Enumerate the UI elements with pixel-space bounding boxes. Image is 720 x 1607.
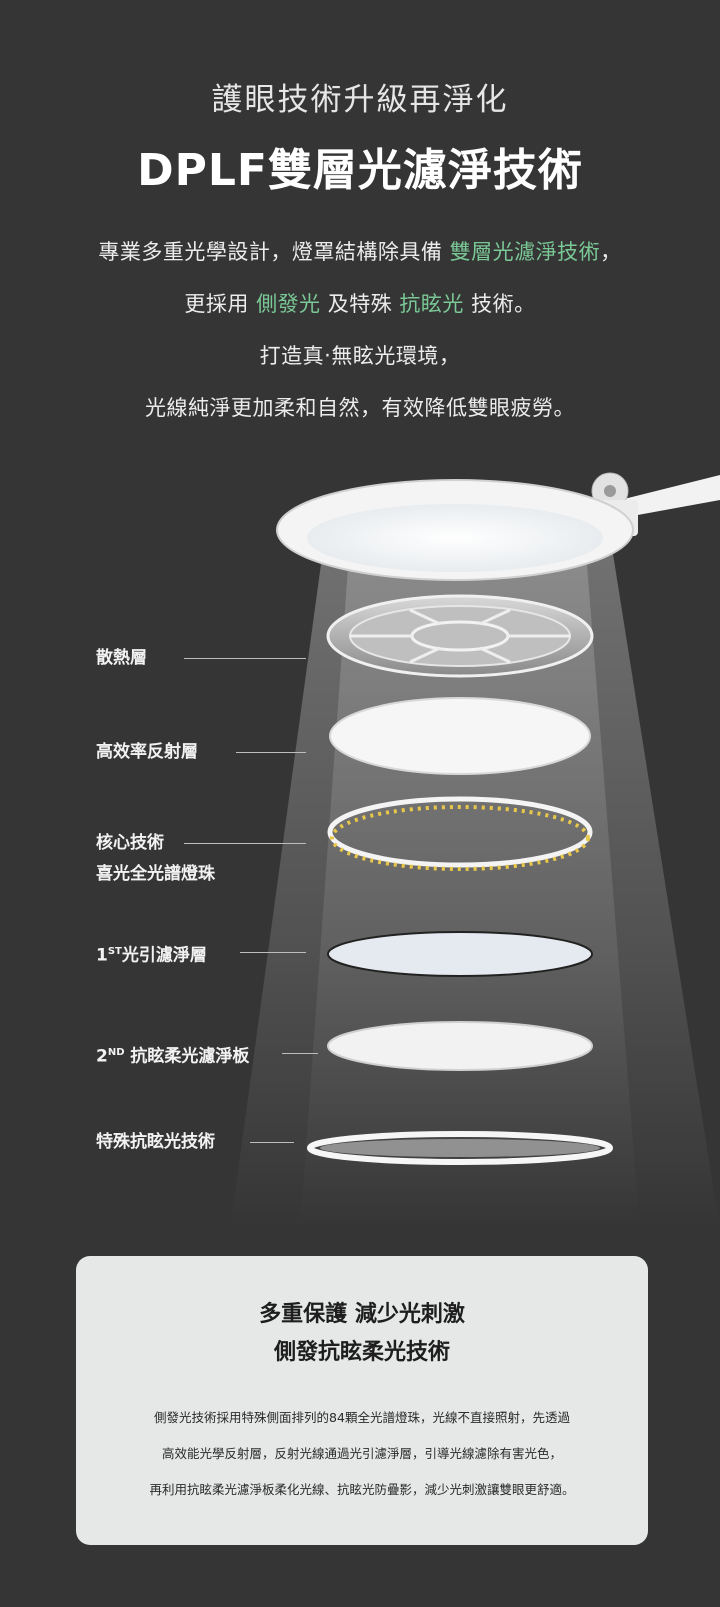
anti-glare-frame — [307, 1131, 613, 1165]
page-title: DPLF雙層光濾淨技術 — [137, 145, 583, 196]
card-body-line-1: 側發光技術採用特殊側面排列的84顆全光譜燈珠，光線不直接照射，先透過 — [154, 1410, 570, 1425]
card-body-line-2: 高效能光學反射層，反射光線通過光引濾淨層，引導光線濾除有害光色， — [161, 1446, 562, 1461]
reflective-layer — [329, 697, 591, 775]
info-card: 多重保護 減少光刺激 側發抗眩柔光技術 側發光技術採用特殊側面排列的84顆全光譜… — [76, 1256, 648, 1545]
intro-line-3: 打造真‧無眩光環境， — [259, 344, 461, 368]
highlight-side-light: 側發光 — [256, 292, 321, 316]
intro-text: 專業多重光學設計，燈罩結構除具備 雙層光濾淨技術， 更採用 側發光 及特殊 抗眩… — [0, 226, 720, 434]
first-filter-layer — [327, 931, 593, 977]
intro-line-4: 光線純淨更加柔和自然，有效降低雙眼疲勞。 — [145, 396, 575, 420]
highlight-anti-glare: 抗眩光 — [399, 292, 464, 316]
highlight-dual-filter: 雙層光濾淨技術 — [449, 240, 601, 264]
intro-line-1: 專業多重光學設計，燈罩結構除具備 雙層光濾淨技術， — [98, 240, 622, 264]
lamp-exploded-illustration — [230, 472, 720, 1230]
card-heading-1: 多重保護 減少光刺激 — [259, 1302, 465, 1327]
second-filter-plate — [327, 1021, 593, 1071]
card-heading-2: 側發抗眩柔光技術 — [273, 1340, 450, 1365]
card-body-line-3: 再利用抗眩柔光濾淨板柔化光線、抗眩光防疊影，減少光刺激讓雙眼更舒適。 — [149, 1482, 575, 1497]
led-beads — [330, 805, 590, 871]
led-ring — [327, 796, 593, 868]
page-subtitle: 護眼技術升級再淨化 — [211, 82, 509, 118]
intro-line-2: 更採用 側發光 及特殊 抗眩光 技術。 — [184, 292, 536, 316]
